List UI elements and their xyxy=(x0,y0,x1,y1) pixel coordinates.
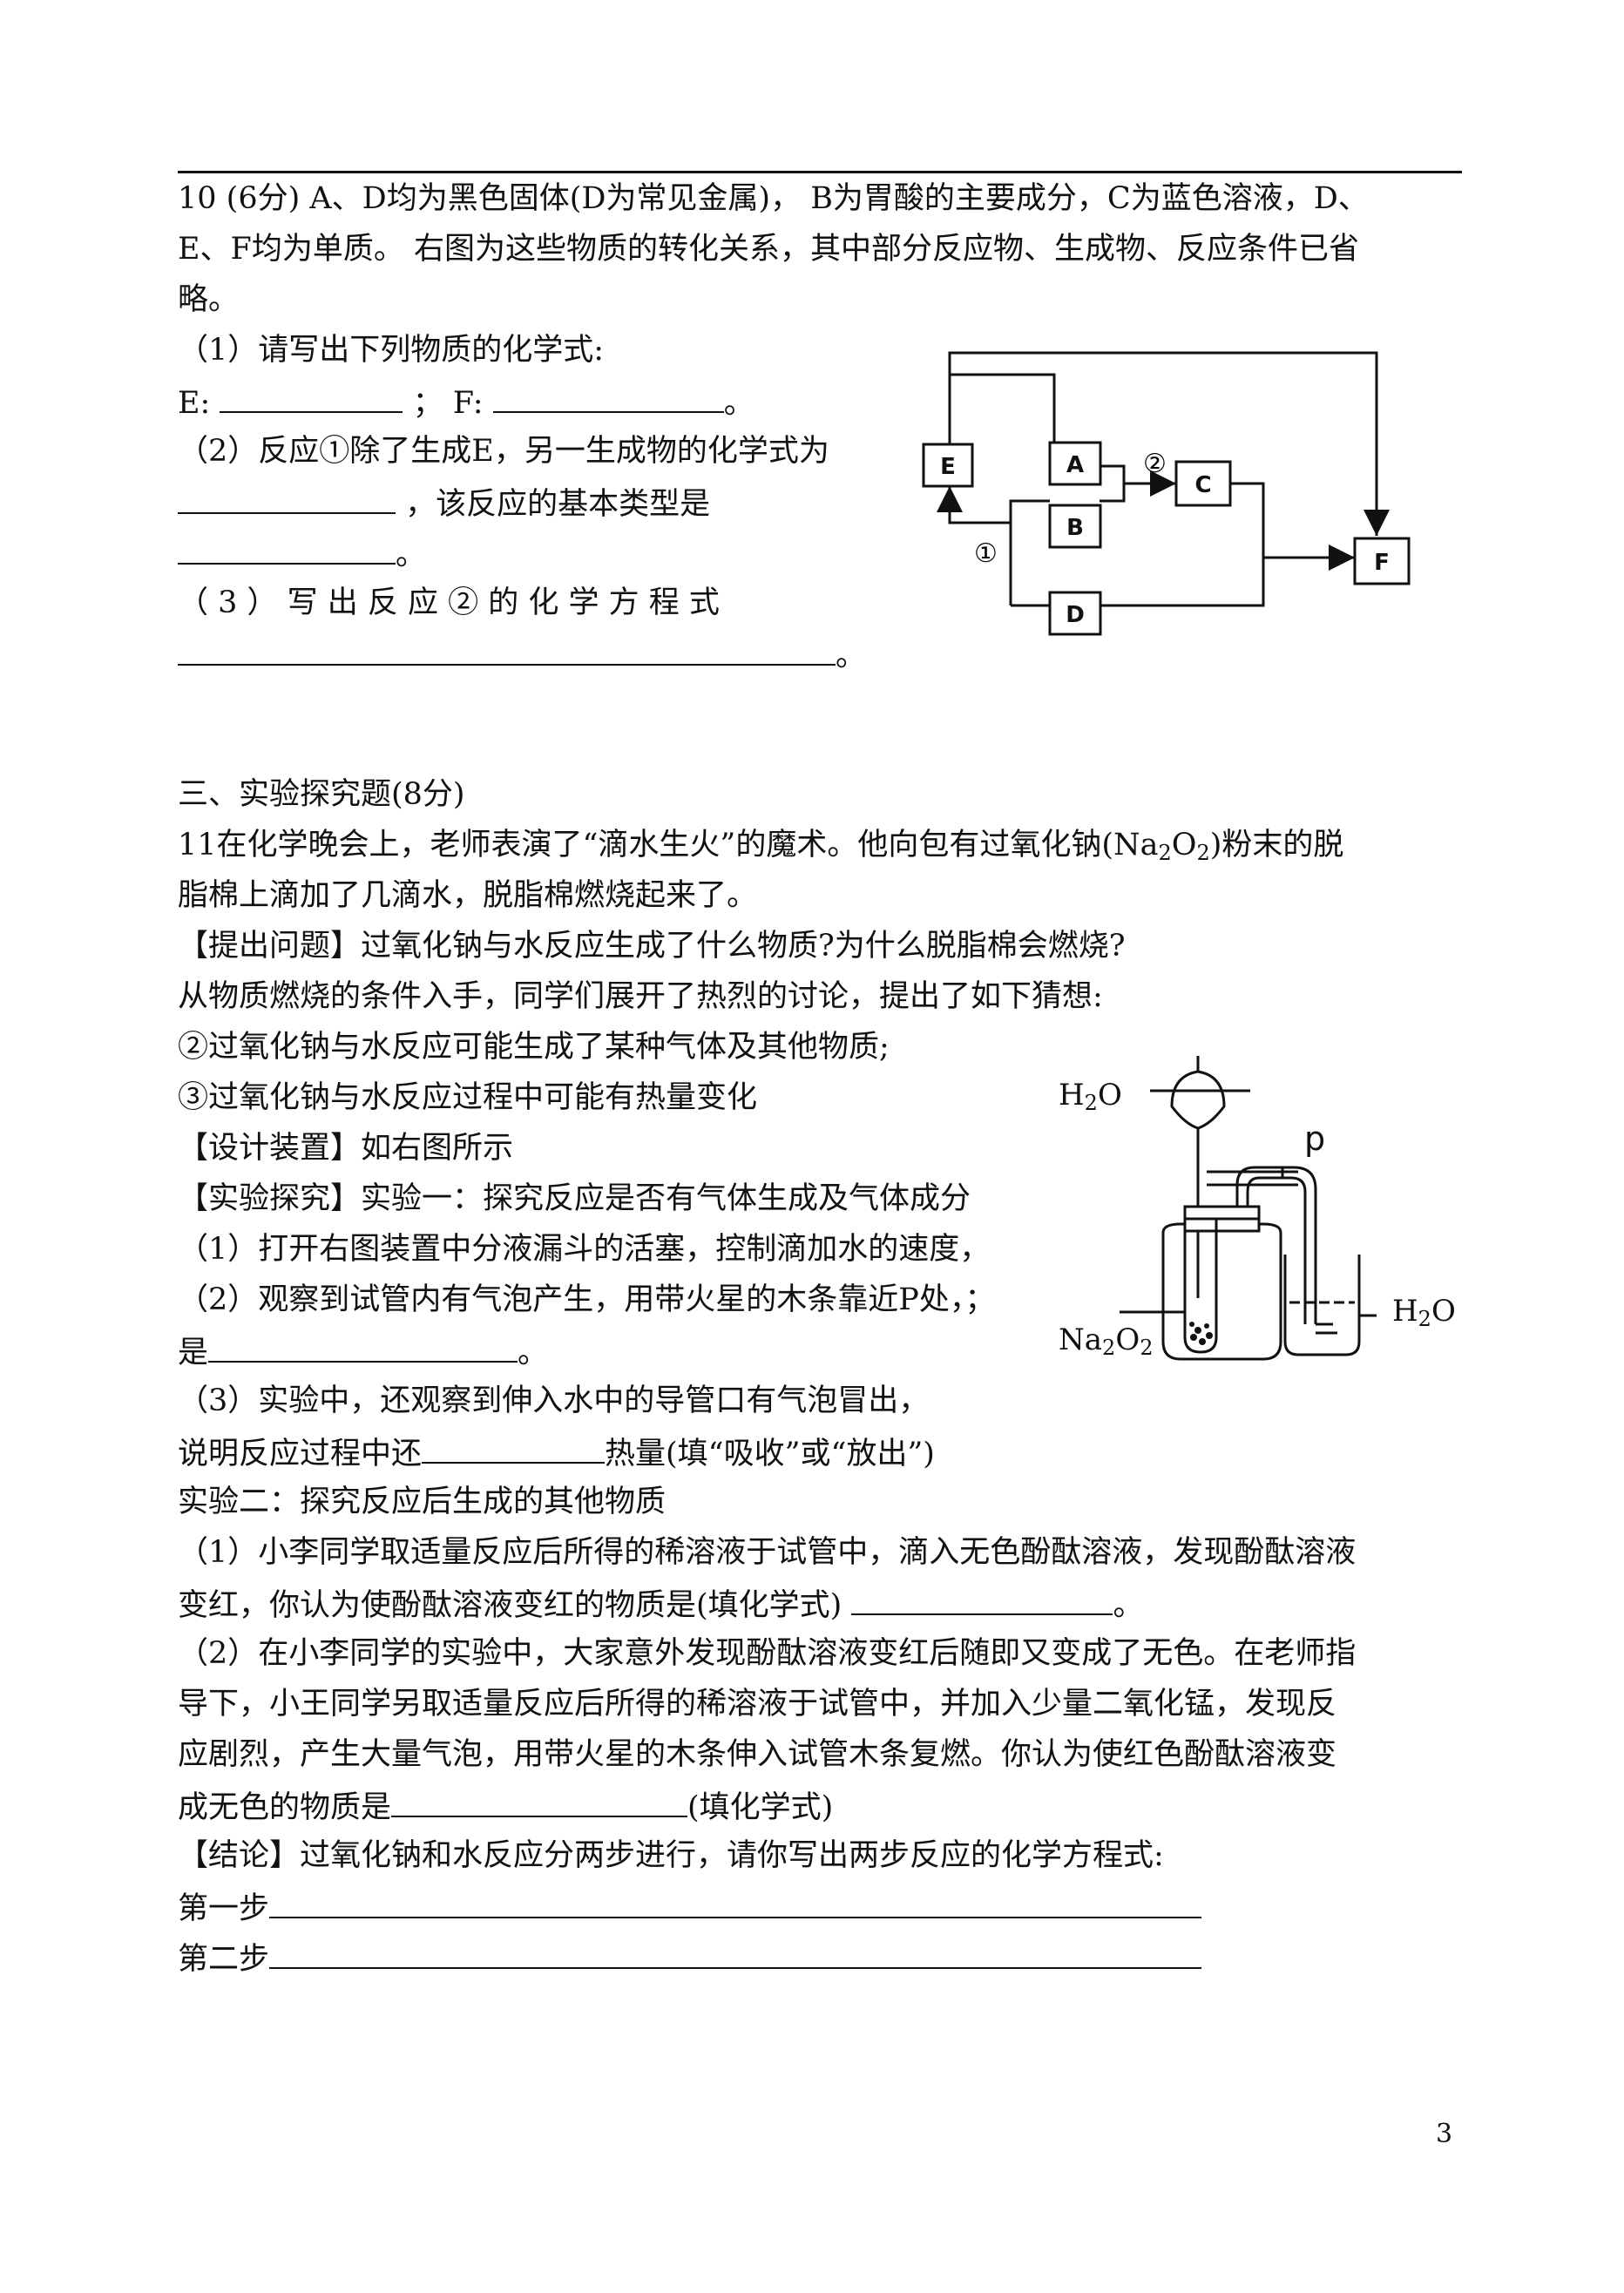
apparatus-diagram xyxy=(1120,1056,1377,1361)
conversion-flowchart: E A B C D F ① ② xyxy=(922,351,1411,636)
box-f-label: F xyxy=(1374,550,1390,576)
q10-part2b: ，该反应的基本类型是 xyxy=(178,483,710,524)
e-label: E: xyxy=(178,386,211,421)
box-e xyxy=(922,443,974,488)
box-c xyxy=(1174,460,1232,507)
h2o-beaker-label: H2O xyxy=(1392,1294,1456,1331)
experiment-2-title: 实验二：探究反应后生成的其他物质 xyxy=(178,1485,667,1519)
design-device: 【设计装置】如右图所示 xyxy=(178,1131,514,1166)
step-1: 第一步 xyxy=(178,1887,1202,1928)
exp1-step2: （2）观察到试管内有气泡产生，用带火星的木条靠近P处，； xyxy=(178,1282,996,1317)
q10-part2: （2）反应①除了生成E，另一生成物的化学式为 xyxy=(178,434,829,469)
q10-line3: 略。 xyxy=(178,282,240,317)
q10-line2: E、F均为单质。 右图为这些物质的转化关系，其中部分反应物、生成物、反应条件已省 xyxy=(178,232,1359,267)
colorless-substance-blank[interactable] xyxy=(391,1786,688,1817)
guess-2: ②过氧化钠与水反应可能生成了某种气体及其他物质; xyxy=(178,1030,890,1065)
step2-equation-blank[interactable] xyxy=(269,1938,1202,1969)
top-rule xyxy=(178,171,1462,173)
guess-3: ③过氧化钠与水反应过程中可能有热量变化 xyxy=(178,1080,758,1115)
exp1-step1: （1）打开右图装置中分液漏斗的活塞，控制滴加水的速度， xyxy=(178,1232,991,1267)
exp2-step1: （1）小李同学取适量反应后所得的稀溶液于试管中，滴入无色酚酞溶液，发现酚酞溶液 xyxy=(178,1535,1357,1570)
exp2-step2: （2）在小李同学的实验中，大家意外发现酚酞溶液变红后随即又变成了无色。在老师指 xyxy=(178,1636,1357,1671)
exp1-step2b: 是。 xyxy=(178,1331,548,1372)
ask-question: 【提出问题】过氧化钠与水反应生成了什么物质?为什么脱脂棉会燃烧? xyxy=(178,929,1126,964)
red-substance-blank[interactable] xyxy=(851,1584,1113,1615)
q10-line1: 10 (6分) A、D均为黑色固体(D为常见金属)， B为胃酸的主要成分，C为蓝… xyxy=(178,181,1369,216)
e-answer-blank[interactable] xyxy=(220,382,403,413)
exp2-step2c: 应剧烈，产生大量气泡，用带火星的木条伸入试管木条复燃。你认为使红色酚酞溶液变 xyxy=(178,1737,1337,1772)
end-mark: 。 xyxy=(836,639,867,673)
q10-part3-answer: 。 xyxy=(178,634,866,675)
q11-line2: 脂棉上滴加了几滴水，脱脂棉燃烧起来了。 xyxy=(178,878,758,913)
box-f xyxy=(1353,537,1411,585)
experiment-1-title: 【实验探究】实验一：探究反应是否有气体生成及气体成分 xyxy=(178,1181,971,1216)
flowchart-boxes xyxy=(922,441,1411,636)
page-number: 3 xyxy=(1436,2119,1453,2149)
p-label: p xyxy=(1304,1119,1326,1158)
step-2: 第二步 xyxy=(178,1938,1202,1978)
q10-part2c: 。 xyxy=(178,533,426,574)
na2o2-label: Na2O2 xyxy=(1059,1322,1154,1360)
exp2-step2b: 导下，小王同学另取适量反应后所得的稀溶液于试管中，并加入少量二氧化锰，发现反 xyxy=(178,1687,1337,1721)
reaction-2-marker: ② xyxy=(1143,449,1167,479)
box-c-label: C xyxy=(1194,472,1211,498)
exp1-step3b: 说明反应过程中还热量(填“吸收”或“放出”) xyxy=(178,1432,935,1473)
conclusion: 【结论】过氧化钠和水反应分两步进行，请你写出两步反应的化学方程式: xyxy=(178,1838,1164,1873)
na2o2-powder xyxy=(1189,1322,1213,1345)
q11-line1: 11在化学晚会上，老师表演了“滴水生火”的魔术。他向包有过氧化钠(Na2O2)粉… xyxy=(178,828,1344,865)
f-answer-blank[interactable] xyxy=(492,382,724,413)
gas-answer-blank[interactable] xyxy=(208,1331,518,1363)
reaction-type-text: ，该反应的基本类型是 xyxy=(405,487,711,522)
f-label: ； F: xyxy=(412,386,484,421)
box-d-label: D xyxy=(1066,602,1085,628)
q10-part1: （1）请写出下列物质的化学式: xyxy=(178,333,605,368)
q10-part1-answers: E: ； F: 。 xyxy=(178,382,754,423)
box-a xyxy=(1048,441,1102,486)
box-e-label: E xyxy=(940,454,956,480)
box-b-label: B xyxy=(1066,515,1084,541)
end-mark: 。 xyxy=(396,538,427,572)
box-d xyxy=(1048,591,1102,636)
heat-answer-blank[interactable] xyxy=(422,1432,606,1464)
h2o-funnel-label: H2O xyxy=(1059,1078,1122,1115)
reaction-type-blank[interactable] xyxy=(178,533,396,565)
product-formula-blank[interactable] xyxy=(178,483,396,514)
box-b xyxy=(1048,504,1102,549)
q10-part3: （ 3 ） 写 出 反 应 ② 的 化 学 方 程 式 xyxy=(178,585,720,620)
conditions: 从物质燃烧的条件入手，同学们展开了热烈的讨论，提出了如下猜想: xyxy=(178,979,1103,1014)
equation-blank[interactable] xyxy=(178,634,836,666)
exp2-step2d: 成无色的物质是(填化学式) xyxy=(178,1786,833,1827)
reaction-1-marker: ① xyxy=(974,538,998,569)
end-mark: 。 xyxy=(723,386,754,421)
step1-equation-blank[interactable] xyxy=(269,1887,1202,1918)
section3-title: 三、实验探究题(8分) xyxy=(178,777,465,812)
exp2-step1b: 变红，你认为使酚酞溶液变红的物质是(填化学式) 。 xyxy=(178,1584,1143,1625)
box-a-label: A xyxy=(1066,452,1084,478)
exp1-step3: （3）实验中，还观察到伸入水中的导管口有气泡冒出， xyxy=(178,1383,930,1418)
